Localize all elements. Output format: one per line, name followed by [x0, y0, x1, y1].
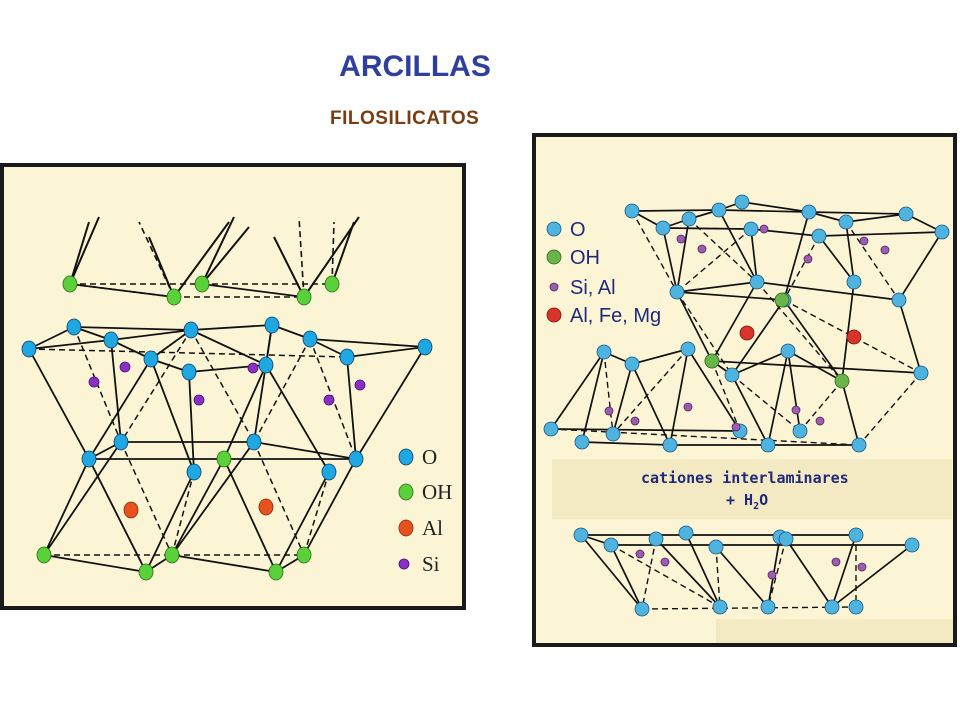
legend-label-o: O	[570, 219, 586, 241]
kaolinite-structure-diagram: O OH Al Si	[0, 163, 466, 610]
legend-label-si-al: Si, Al	[570, 277, 616, 299]
legend-label-oh: OH	[570, 247, 600, 269]
bottom-band	[716, 619, 953, 643]
page-subtitle: FILOSILICATOS	[330, 108, 480, 129]
water-label: + H2O	[726, 491, 768, 512]
interlayer-cations-label: cationes interlaminares	[641, 469, 849, 487]
page-title: ARCILLAS	[339, 50, 491, 83]
water-label-prefix: + H	[726, 491, 753, 509]
smectite-structure-svg: O OH Si, Al Al, Fe, Mg cationes interlam…	[543, 194, 953, 643]
kaolinite-structure-svg: O OH Al Si	[21, 216, 452, 581]
water-label-subscript: 2	[753, 501, 759, 512]
smectite-structure-diagram: O OH Si, Al Al, Fe, Mg cationes interlam…	[532, 133, 957, 647]
legend-label-si: Si	[422, 552, 440, 576]
left-legend: O OH Al Si	[398, 445, 452, 576]
legend-label-oh: OH	[422, 480, 452, 504]
legend-label-al: Al	[422, 516, 443, 540]
water-label-suffix: O	[759, 491, 768, 509]
interlayer-band	[552, 459, 952, 519]
right-legend: O OH Si, Al Al, Fe, Mg	[546, 219, 661, 327]
legend-label-al-fe-mg: Al, Fe, Mg	[570, 305, 661, 327]
legend-label-o: O	[422, 445, 437, 469]
